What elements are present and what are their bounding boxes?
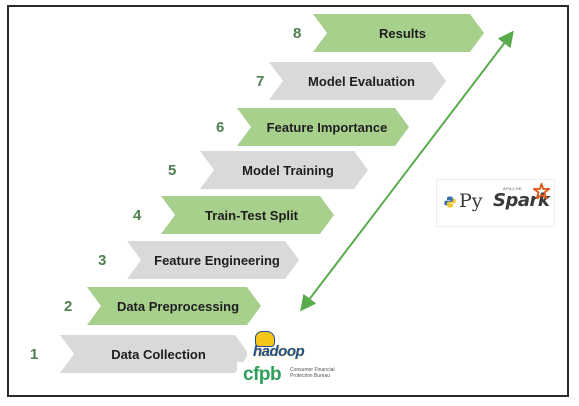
- step-3-label: Feature Engineering: [154, 253, 280, 268]
- step-1-number: 1: [30, 346, 38, 363]
- pyspark-spark-text: Spark: [493, 190, 550, 211]
- steps-group: 1 Data Collection 2 Data Preprocessing 3 Feat…: [30, 14, 484, 373]
- step-3-number: 3: [98, 252, 106, 269]
- spark-star-icon: [533, 183, 550, 200]
- step-2-label: Data Preprocessing: [117, 299, 239, 314]
- step-2-number: 2: [64, 298, 72, 315]
- pyspark-logo: Py APACHE Spark: [437, 180, 554, 226]
- pyspark-py-text: Py: [459, 190, 483, 212]
- step-1-chevron: [60, 335, 249, 373]
- step-3-chevron: [127, 241, 299, 279]
- hadoop-logo-text: hadoop: [253, 343, 305, 360]
- cfpb-logo-text: cfpb: [243, 364, 282, 385]
- step-1-label: Data Collection: [111, 347, 206, 362]
- step-4-chevron: [161, 196, 334, 234]
- step-8-number: 8: [293, 25, 301, 42]
- step-8-label: Results: [379, 26, 426, 41]
- step-5-label: Model Training: [242, 163, 334, 178]
- hadoop-logo: hadoop: [247, 331, 317, 361]
- step-6-number: 6: [216, 119, 224, 136]
- step-5-number: 5: [168, 162, 176, 179]
- step-7-label: Model Evaluation: [308, 74, 415, 89]
- step-7-number: 7: [256, 73, 264, 90]
- hadoop-elephant-icon: [255, 331, 275, 347]
- step-2-chevron: [87, 287, 261, 325]
- python-icon: [444, 196, 456, 208]
- step-6-label: Feature Importance: [267, 120, 388, 135]
- cfpb-logo: cfpb Consumer Financial Protection Burea…: [237, 362, 355, 392]
- step-4-label: Train-Test Split: [205, 208, 299, 223]
- pyspark-apache-text: APACHE: [503, 186, 523, 191]
- step-4-number: 4: [133, 207, 142, 224]
- double-headed-arrow: [300, 30, 514, 312]
- cfpb-logo-subtitle: Consumer Financial Protection Bureau: [290, 367, 335, 379]
